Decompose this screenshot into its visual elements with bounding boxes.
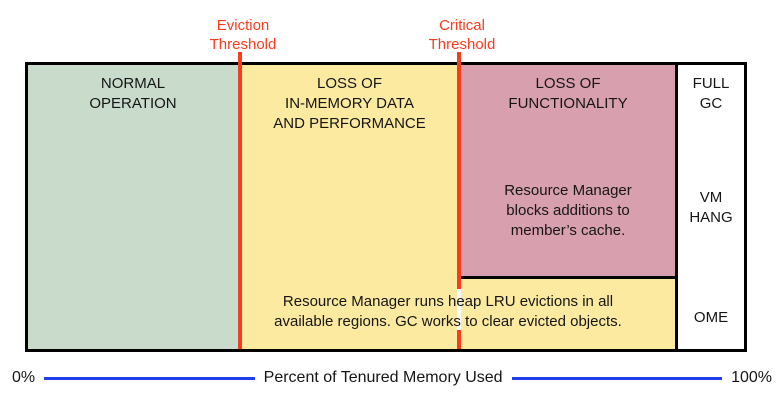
outcome-ome-label: OME [693, 309, 729, 326]
diagram-border [25, 62, 747, 352]
memory-axis: 0% Percent of Tenured Memory Used 100% [12, 365, 772, 391]
outcome-vm-hang-label: VM HANG [689, 189, 733, 226]
critical-threshold-line-lower [457, 330, 461, 349]
critical-zone-description: Resource Manager blocks additions to mem… [504, 182, 632, 239]
normal-operation-title: NORMAL OPERATION [89, 75, 177, 112]
eviction-strip-description: Resource Manager runs heap LRU evictions… [274, 293, 622, 330]
outcome-column [675, 65, 744, 349]
zone-eviction [242, 65, 457, 349]
axis-line-right [511, 376, 723, 380]
zone-eviction-strip [461, 279, 675, 349]
axis-caption: Percent of Tenured Memory Used [263, 369, 503, 386]
eviction-threshold-label: Eviction Threshold [209, 17, 277, 53]
outcome-full-gc-label: FULL GC [692, 75, 730, 112]
zone-normal-operation [28, 65, 238, 349]
axis-min-label: 0% [12, 369, 36, 386]
critical-zone-title: LOSS OF FUNCTIONALITY [508, 75, 628, 112]
eviction-zone-title: LOSS OF IN-MEMORY DATA AND PERFORMANCE [273, 75, 426, 132]
critical-threshold-label: Critical Threshold [428, 17, 496, 53]
zone-critical [461, 65, 675, 279]
axis-line-left [44, 376, 255, 380]
critical-threshold-line [457, 52, 461, 289]
eviction-threshold-line [238, 52, 242, 349]
axis-max-label: 100% [731, 369, 773, 386]
